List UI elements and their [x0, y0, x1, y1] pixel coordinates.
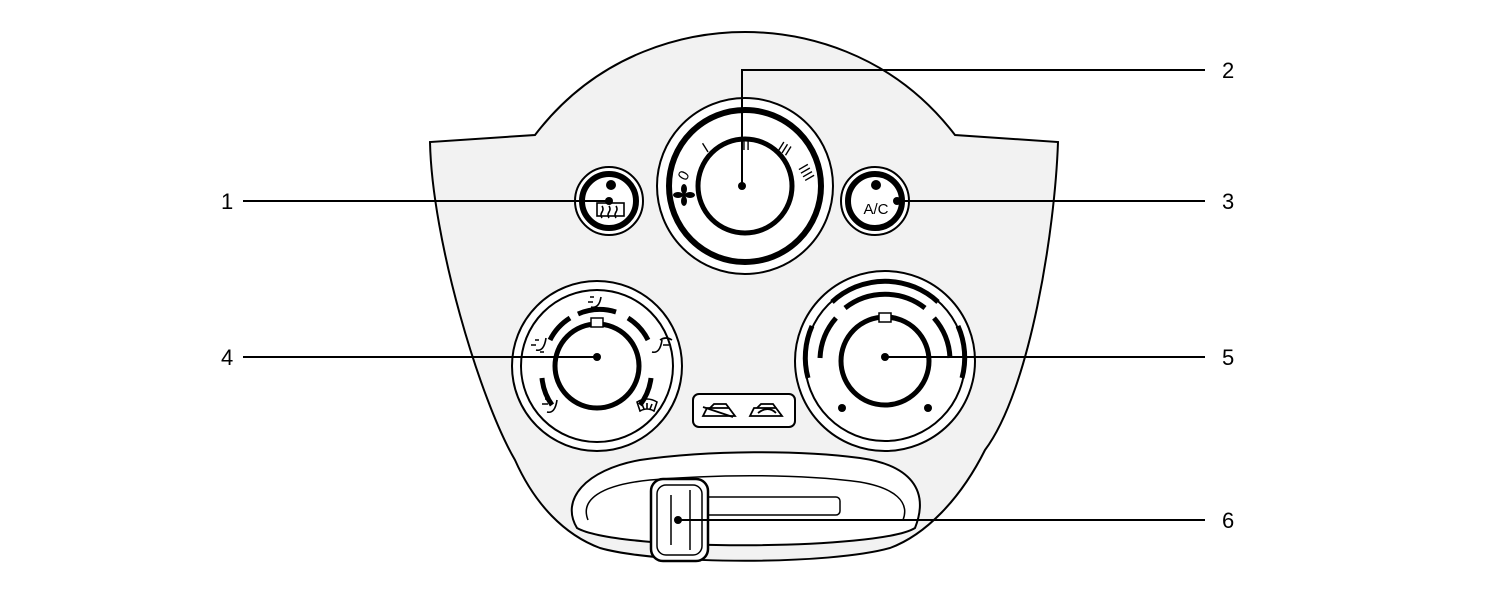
dial-pointer	[590, 317, 604, 328]
air-intake-indicator	[692, 393, 796, 428]
callout-number-5: 5	[1222, 345, 1234, 370]
callout-dot-5	[881, 353, 889, 361]
callout-dot-6	[674, 516, 682, 524]
callout-lines	[243, 69, 1205, 521]
dial-pointer	[878, 312, 892, 323]
callout-dot-2	[738, 182, 746, 190]
hot-mark	[924, 404, 932, 412]
cold-mark	[838, 404, 846, 412]
air-flow-dial[interactable]	[511, 280, 683, 452]
callout-dot-3	[893, 197, 901, 205]
ac-button[interactable]: A/C	[840, 166, 910, 236]
callout-line-2	[741, 69, 1205, 186]
fan-scale-2: II	[742, 137, 750, 154]
fresh-air-icon	[701, 403, 737, 418]
ac-button-label: A/C	[863, 201, 888, 218]
air-intake-lever-track	[570, 451, 921, 547]
fan-scale-4: IIII	[794, 161, 817, 184]
callout-number-6: 6	[1222, 508, 1234, 533]
callout-number-4: 4	[221, 345, 233, 370]
callout-number-2: 2	[1222, 58, 1234, 83]
indicator-light	[606, 180, 616, 190]
vent-face-icon	[588, 296, 602, 309]
vent-face-feet-icon	[531, 337, 547, 353]
recirculation-icon	[748, 403, 784, 417]
callout-dots	[593, 182, 901, 524]
feet-defrost-icon	[651, 337, 673, 354]
callout-number-1: 1	[221, 189, 233, 214]
callout-dot-4	[593, 353, 601, 361]
windshield-defrost-icon	[636, 398, 658, 413]
callout-dot-1	[605, 197, 613, 205]
callout-number-3: 3	[1222, 189, 1234, 214]
fan-icon	[673, 184, 695, 206]
indicator-light	[871, 180, 881, 190]
vent-feet-icon	[542, 398, 558, 414]
